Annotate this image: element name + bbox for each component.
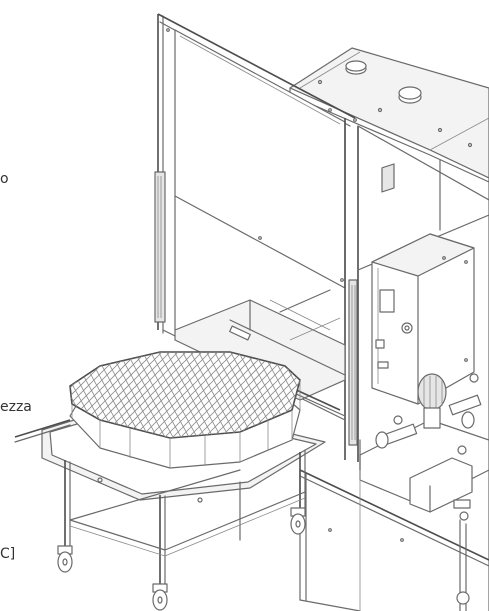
mesh-wire [215,352,300,438]
mesh-wire [0,340,6,450]
pump-motor [359,373,489,521]
mesh-wire [0,340,46,450]
mesh-wire [151,352,263,438]
mesh-wire [143,352,255,438]
callout-label: o [0,171,9,187]
caster-wheel [152,583,168,611]
mesh-wire [127,352,239,438]
mesh-wire [0,340,14,450]
callout-label: C] [0,546,16,562]
mesh-wire [135,352,247,438]
mesh-wire [159,352,271,438]
wire-basket [0,340,301,469]
frame [154,13,489,611]
base-frame [299,439,489,611]
mesh-wire [0,340,12,450]
caster-wheel [290,507,306,535]
mesh-wire [70,352,159,438]
mesh-wire [0,340,44,450]
mesh-wire [0,340,36,450]
rear-tank [289,47,489,183]
mesh-wire [0,340,22,450]
callout-label: ezza [0,399,32,415]
mesh-wire [0,340,38,450]
mesh-wire [0,340,4,450]
control-box [371,163,475,405]
caster-wheel [57,545,73,573]
mesh-wire [0,340,20,450]
